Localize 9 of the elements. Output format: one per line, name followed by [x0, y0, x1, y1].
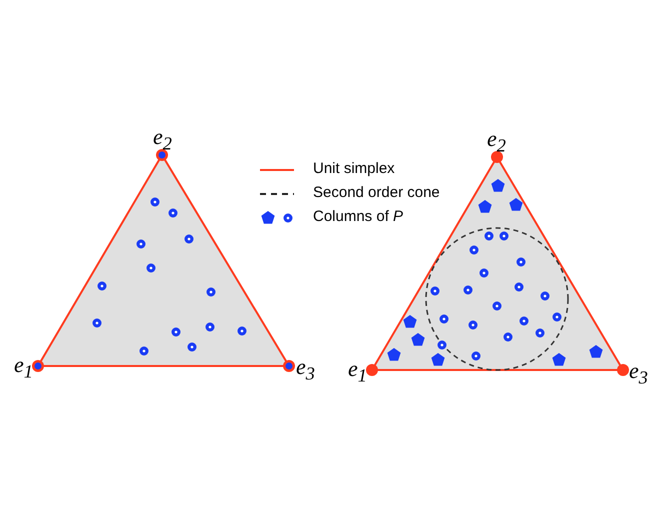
vertex-label: e$_{3}$: [296, 356, 315, 384]
vertex-label: e$_{3}$: [629, 360, 648, 388]
vertex-label: e$_{1}$: [348, 358, 367, 386]
legend-text: Unit simplex: [313, 161, 395, 177]
vertex-label: e$_{2}$: [487, 128, 506, 156]
legend-text: Columns of P: [313, 209, 404, 225]
vertex-label: e$_{2}$: [153, 126, 172, 154]
legend-text: Second order cone: [313, 185, 440, 201]
vertex-label: e$_{1}$: [14, 354, 33, 382]
